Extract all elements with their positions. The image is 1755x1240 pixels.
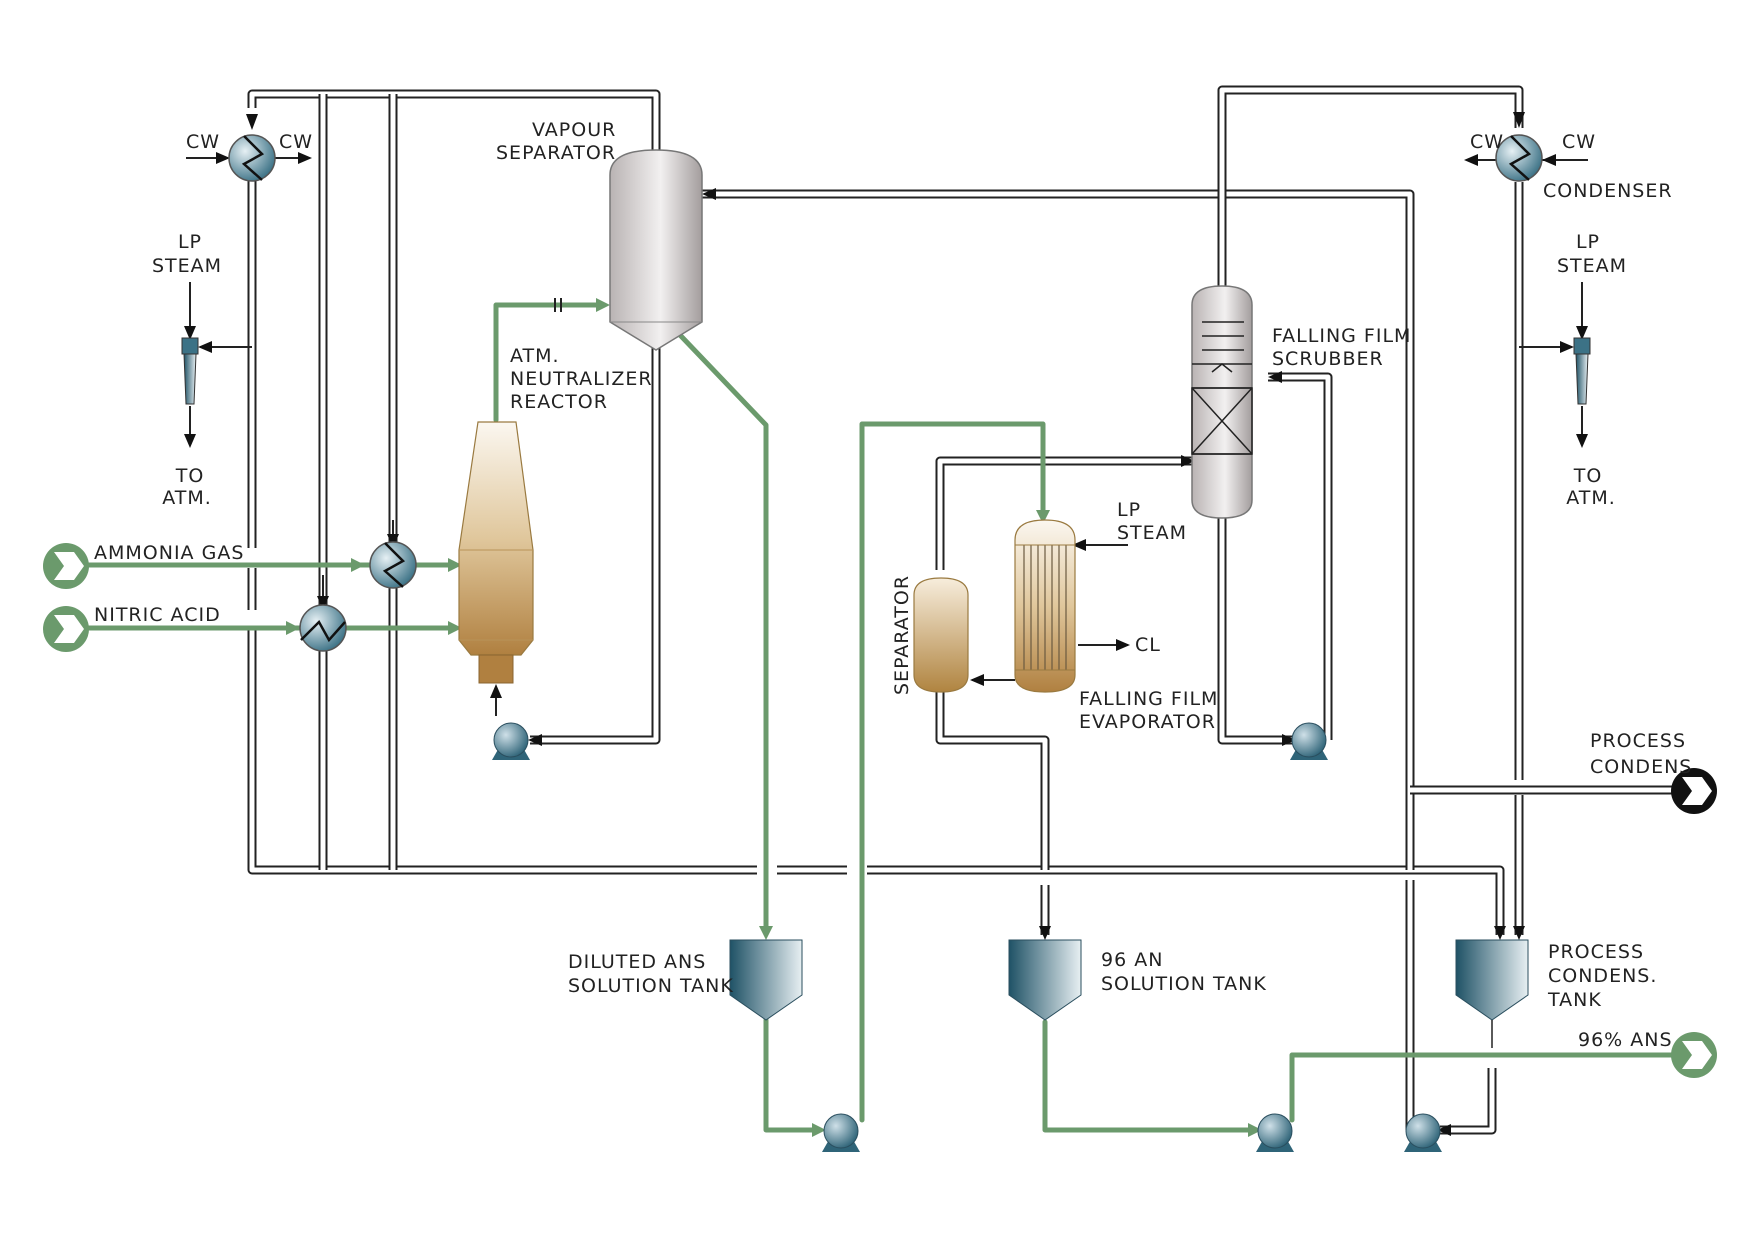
- product-piping: [77, 302, 1683, 1133]
- diluted-ans-pump-icon: [822, 1113, 860, 1152]
- neutralizer-reactor-vessel: [458, 421, 534, 684]
- process-condens-tank-label-3: TANK: [1547, 989, 1602, 1011]
- an96-tank-label-1: 96 AN: [1101, 949, 1163, 971]
- separator-vessel: [913, 577, 969, 693]
- diluted-ans-tank-label-2: SOLUTION TANK: [568, 975, 734, 997]
- process-condens-tank-label-2: CONDENS.: [1548, 965, 1657, 987]
- nitric-heater-icon: [299, 604, 347, 652]
- steam-ejector-left-icon: [181, 337, 199, 405]
- vapour-separator-label-1: VAPOUR: [532, 119, 616, 141]
- diluted-ans-tank: [729, 939, 803, 1021]
- falling-film-scrubber-vessel: [1191, 285, 1253, 519]
- vapour-separator-vessel: [609, 149, 703, 351]
- falling-film-evaporator-label-2: EVAPORATOR: [1079, 711, 1216, 733]
- diagram-labels: CW CW LP STEAM TO ATM. AMMONIA GAS NITRI…: [94, 119, 1692, 1051]
- reactor-pump-icon: [492, 722, 530, 760]
- ammonia-heater-icon: [369, 541, 417, 589]
- an96-pump-icon: [1256, 1113, 1294, 1152]
- orifice-icon: [554, 298, 562, 312]
- process-condens-tank: [1455, 939, 1529, 1048]
- lp-steam-evap-label-1: LP: [1117, 499, 1141, 521]
- to-atm-right-label-1: TO: [1573, 465, 1603, 487]
- utility-piping: [247, 85, 1675, 1135]
- process-condens-outlet-icon: [1671, 768, 1717, 814]
- steam-ejector-right-icon: [1573, 337, 1591, 405]
- vapour-separator-label-2: SEPARATOR: [496, 142, 616, 164]
- lp-steam-right-label-2: STEAM: [1557, 255, 1627, 277]
- nitric-acid-label: NITRIC ACID: [94, 604, 221, 626]
- lp-steam-left-label-1: LP: [178, 231, 202, 253]
- falling-film-scrubber-label-1: FALLING FILM: [1272, 325, 1411, 347]
- condenser-icon: [1495, 134, 1543, 182]
- cw-in-right-label: CW: [1562, 131, 1596, 153]
- lp-steam-right-label-1: LP: [1576, 231, 1600, 253]
- diluted-ans-tank-label-1: DILUTED ANS: [568, 951, 706, 973]
- lp-steam-evap-label-2: STEAM: [1117, 522, 1187, 544]
- neutralizer-label-1: ATM.: [510, 345, 560, 367]
- an96-tank-label-2: SOLUTION TANK: [1101, 973, 1267, 995]
- condenser-label: CONDENSER: [1543, 180, 1673, 202]
- process-condens-label-1: PROCESS: [1590, 730, 1686, 752]
- cw-in-left-label: CW: [186, 131, 220, 153]
- scrubber-pump-icon: [1290, 722, 1328, 760]
- process-condens-label-2: CONDENS: [1590, 756, 1692, 778]
- cw-out-left-label: CW: [279, 131, 313, 153]
- to-atm-left-label-2: ATM.: [162, 487, 212, 509]
- utility-arrows: [184, 112, 1588, 1136]
- neutralizer-label-3: REACTOR: [510, 391, 608, 413]
- falling-film-evaporator-vessel: [1014, 519, 1076, 693]
- product-arrows: [286, 298, 1262, 1137]
- ans96-outlet-icon: [1671, 1032, 1717, 1078]
- falling-film-scrubber-label-2: SCRUBBER: [1272, 348, 1384, 370]
- cw-out-right-label: CW: [1470, 131, 1504, 153]
- to-atm-right-label-2: ATM.: [1566, 487, 1616, 509]
- nitric-acid-inlet-icon: [43, 606, 89, 652]
- cooler-left-icon: [228, 134, 276, 182]
- lp-steam-left-label-2: STEAM: [152, 255, 222, 277]
- to-atm-left-label-1: TO: [175, 465, 205, 487]
- pipe-crossing-gaps: [246, 548, 867, 876]
- ammonia-inlet-icon: [43, 543, 89, 589]
- cl-label: CL: [1135, 634, 1161, 656]
- falling-film-evaporator-label-1: FALLING FILM: [1079, 688, 1218, 710]
- ans96-label: 96% ANS: [1578, 1029, 1673, 1051]
- separator-label: SEPARATOR: [891, 575, 913, 695]
- neutralizer-label-2: NEUTRALIZER: [510, 368, 653, 390]
- an96-tank: [1008, 939, 1082, 1021]
- process-condens-pump-icon: [1404, 1113, 1442, 1152]
- process-condens-tank-label-1: PROCESS: [1548, 941, 1644, 963]
- ammonia-gas-label: AMMONIA GAS: [94, 542, 244, 564]
